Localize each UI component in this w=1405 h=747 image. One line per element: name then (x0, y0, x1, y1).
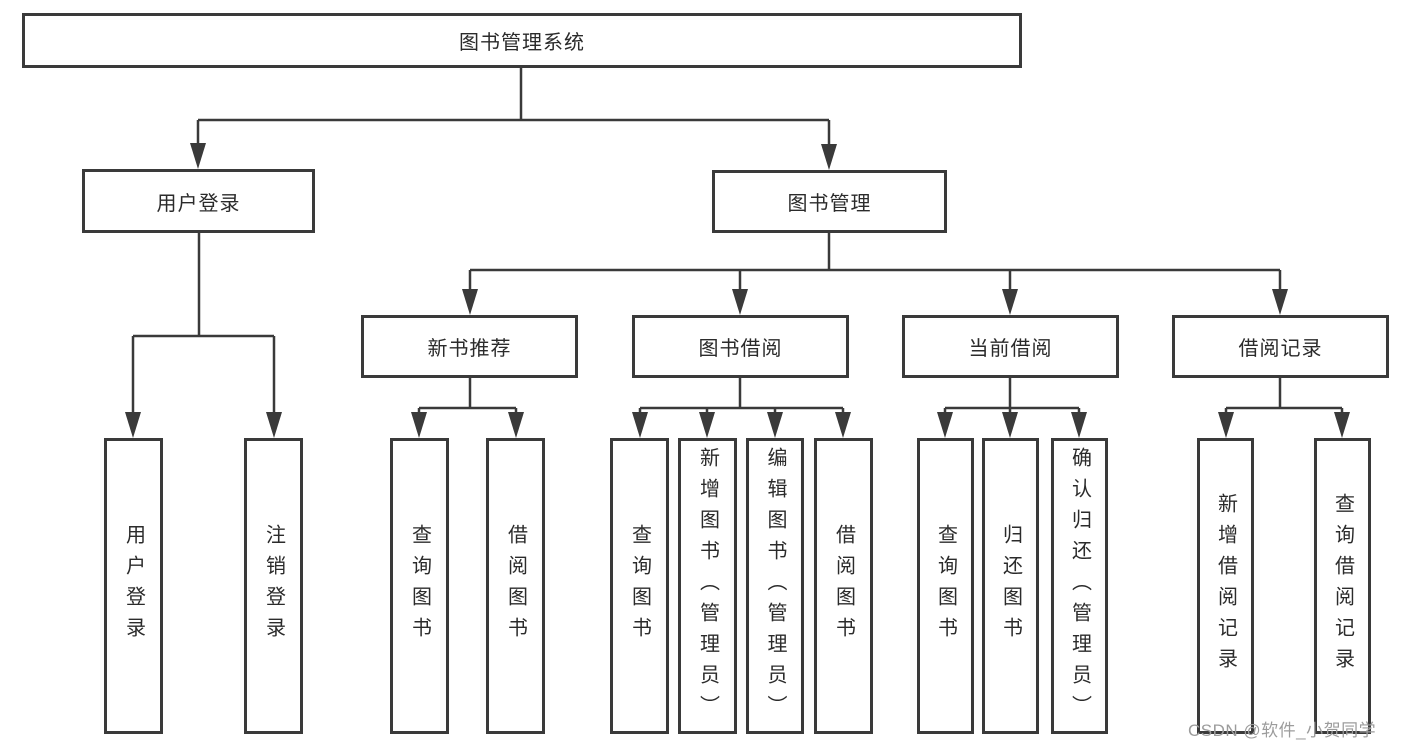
arrowhead (767, 412, 783, 438)
node-book-management: 图书管理 (712, 170, 947, 233)
csdn-watermark: CSDN @软件_小贺同学 (1188, 721, 1377, 740)
arrowhead (1071, 412, 1087, 438)
node-current-query-books: 查询图书 (917, 438, 974, 734)
arrowhead (1002, 412, 1018, 438)
node-label: 用户登录 (122, 524, 145, 648)
node-label: 借阅记录 (1238, 338, 1323, 360)
node-current-borrowing: 当前借阅 (902, 315, 1119, 378)
arrowhead (821, 144, 837, 170)
node-label: 查询图书 (408, 524, 431, 648)
arrowhead (190, 143, 206, 169)
node-label: 用户登录 (156, 192, 241, 215)
arrowhead (411, 412, 427, 438)
node-new-book-recommendation: 新书推荐 (361, 315, 578, 378)
connector-borrow-records (1224, 378, 1344, 414)
node-label: 图书管理系统 (459, 32, 585, 54)
node-user-login-operation: 用户登录 (104, 438, 163, 734)
node-borrow-add-books-admin: 新增图书（管理员） (678, 438, 737, 734)
arrowhead (699, 412, 715, 438)
node-label: 当前借阅 (968, 338, 1053, 360)
arrowhead (125, 412, 141, 438)
node-label: 确认归还（管理员） (1068, 446, 1091, 726)
connector-current-borrow (943, 378, 1081, 414)
node-book-borrowing: 图书借阅 (632, 315, 849, 378)
arrowhead (266, 412, 282, 438)
arrowhead (1334, 412, 1350, 438)
arrowhead (1002, 289, 1018, 315)
node-label: 借阅图书 (504, 524, 527, 648)
node-label: 查询图书 (934, 524, 957, 648)
arrowhead (462, 289, 478, 315)
node-borrow-edit-books-admin: 编辑图书（管理员） (746, 438, 804, 734)
arrowhead (1218, 412, 1234, 438)
node-records-add-record: 新增借阅记录 (1197, 438, 1254, 734)
node-label: 归还图书 (999, 524, 1022, 648)
node-label: 新书推荐 (427, 338, 512, 360)
node-logout-operation: 注销登录 (244, 438, 303, 734)
node-label: 图书管理 (787, 193, 872, 215)
node-rec-borrow-books: 借阅图书 (486, 438, 545, 734)
arrowhead (937, 412, 953, 438)
arrowhead (835, 412, 851, 438)
node-label: 注销登录 (262, 524, 285, 648)
connector-new-book-rec (417, 378, 518, 414)
arrowhead (508, 412, 524, 438)
node-label: 新增借阅记录 (1214, 493, 1237, 679)
node-label: 编辑图书（管理员） (764, 446, 786, 726)
arrowheads (125, 143, 1350, 438)
arrowhead (732, 289, 748, 315)
node-current-confirm-return-admin: 确认归还（管理员） (1051, 438, 1108, 734)
node-label: 借阅图书 (832, 524, 855, 648)
arrowhead (1272, 289, 1288, 315)
node-rec-query-books: 查询图书 (390, 438, 449, 734)
connector-root (196, 68, 831, 146)
node-user-login: 用户登录 (82, 169, 315, 233)
node-library-management-system: 图书管理系统 (22, 13, 1022, 68)
node-label: 查询借阅记录 (1331, 493, 1354, 679)
connector-book-mgmt (468, 233, 1282, 291)
connector-user-login (131, 233, 276, 414)
node-borrowing-records: 借阅记录 (1172, 315, 1389, 378)
node-borrow-borrow-books: 借阅图书 (814, 438, 873, 734)
node-label: 图书借阅 (698, 338, 783, 360)
arrowhead (632, 412, 648, 438)
node-label: 查询图书 (628, 524, 651, 648)
node-records-query-record: 查询借阅记录 (1314, 438, 1371, 734)
node-label: 新增图书（管理员） (696, 446, 719, 726)
node-borrow-query-books: 查询图书 (610, 438, 669, 734)
connector-book-borrow (638, 378, 845, 414)
node-current-return-books: 归还图书 (982, 438, 1039, 734)
